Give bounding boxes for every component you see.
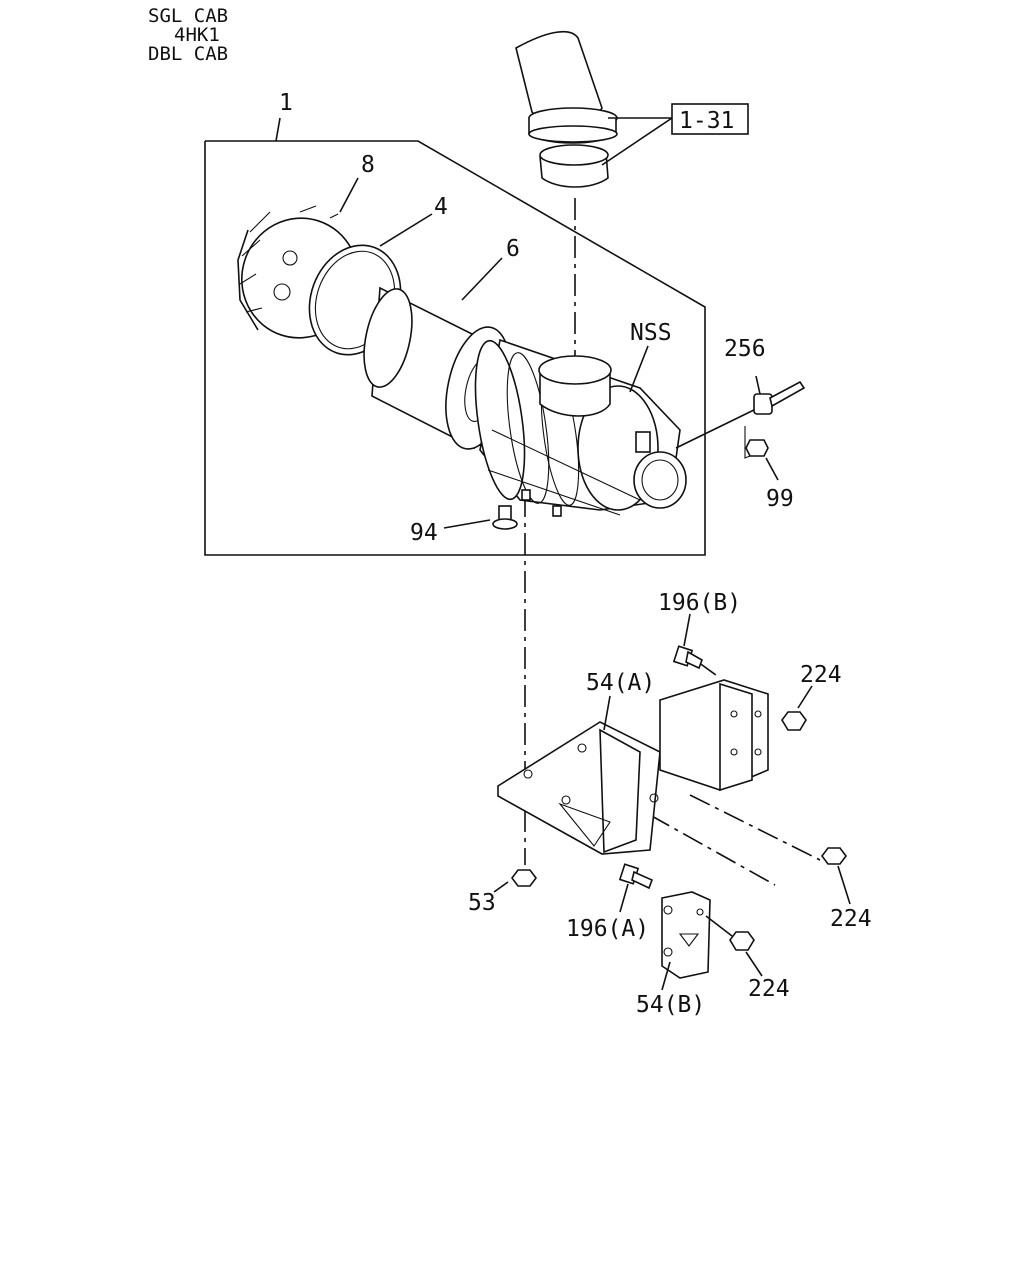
air-cleaner-housing [474,338,687,517]
alignment-line-bolt-b [697,661,721,679]
alignment-line-nut-right [689,794,821,861]
callout-nss: NSS [630,320,672,346]
nut-224-lower [705,915,763,977]
callout-196-a: 196(A) [566,916,649,942]
callout-224-lower: 224 [748,976,790,1002]
callout-53: 53 [468,890,496,916]
header-line-2: 4HK1 [174,24,220,46]
bolt-196-a [618,863,654,913]
drain-valve [443,505,518,530]
sensor-nut [745,439,779,481]
assembly-boundary [204,117,706,556]
nut-224-upper [781,685,813,731]
header-line-1: SGL CAB [148,5,228,27]
bracket-54-a [497,679,769,855]
callout-94: 94 [410,520,438,546]
callout-196-b: 196(B) [658,590,741,616]
bolt-196-b [672,613,703,670]
header-line-3: DBL CAB [148,43,228,65]
callout-8: 8 [361,152,375,178]
callout-99: 99 [766,486,794,512]
alignment-line-bracket-b [649,814,776,886]
callout-54-b: 54(B) [636,992,705,1018]
nut-224-right [821,847,851,905]
intake-hose [515,30,673,188]
callout-224-upper: 224 [800,662,842,688]
callout-4: 4 [434,194,448,220]
callout-256: 256 [724,336,766,362]
nut-53 [493,869,537,893]
callout-1: 1 [279,90,293,116]
callout-6: 6 [506,236,520,262]
callout-1-31: 1-31 [679,108,734,134]
intake-sensor [675,375,806,459]
callout-54-a: 54(A) [586,670,655,696]
ref-box-1-31 [671,103,749,135]
callout-224-right: 224 [830,906,872,932]
bracket-54-b [661,891,711,991]
